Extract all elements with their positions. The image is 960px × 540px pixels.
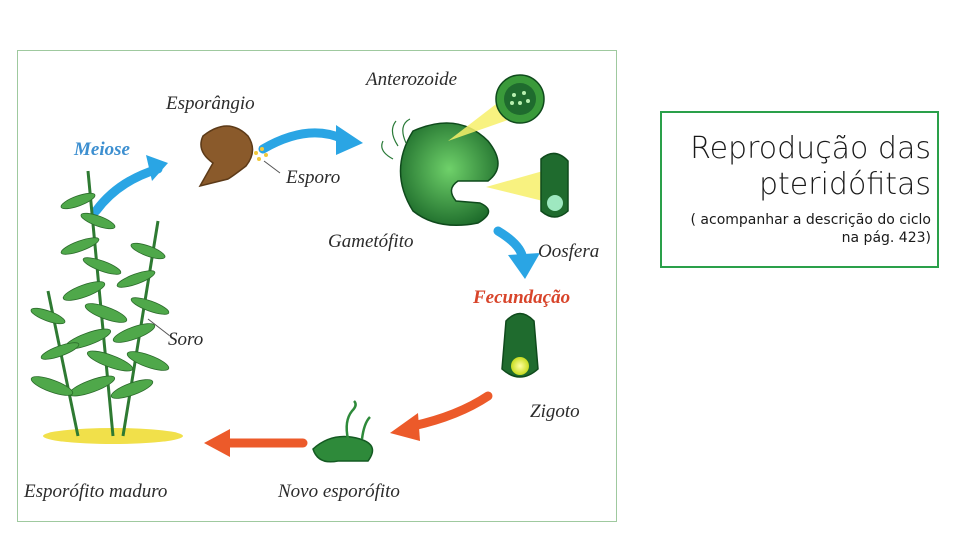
label-esporo: Esporo [286,167,341,188]
arrow-zygote-to-new-sporophyte [408,391,493,431]
label-gametofito: Gametófito [328,231,414,252]
label-anterozoide: Anterozoide [366,69,458,90]
life-cycle-figure: Anterozoide Esporângio Meiose Esporo Gam… [17,50,617,522]
life-cycle-drawing [30,74,569,463]
gametophyte-illustration [381,74,569,226]
slide-subtitle: ( acompanhar a descrição do ciclo na pág… [690,212,932,246]
label-fecundacao: Fecundação [473,287,571,308]
sporangium-illustration [198,125,281,188]
label-esporofito-maduro: Esporófito maduro [24,481,168,502]
arrow-head-gametophyte [336,125,363,155]
arrow-head-mature-sporophyte [204,429,230,457]
arrow-meiose-to-sporangium [91,164,163,216]
label-soro: Soro [168,329,204,350]
new-sporophyte-illustration [312,400,374,463]
title-box: Reprodução das pteridófitas ( acompanhar… [660,111,939,268]
label-esporangio: Esporângio [166,93,255,114]
arrow-head-new-sporophyte [390,413,420,441]
slide-title: Reprodução das pteridófitas [690,131,931,202]
label-zigoto: Zigoto [530,401,580,422]
arrow-head-meiose [146,155,168,181]
label-oosfera: Oosfera [538,241,600,262]
label-meiose: Meiose [74,139,130,160]
zygote-illustration [501,312,539,378]
arrow-head-oosphere [508,253,540,279]
arrow-sporangium-to-gametophyte [258,128,348,154]
mature-fern-illustration [30,170,183,444]
label-novo-esporofito: Novo esporófito [278,481,400,502]
